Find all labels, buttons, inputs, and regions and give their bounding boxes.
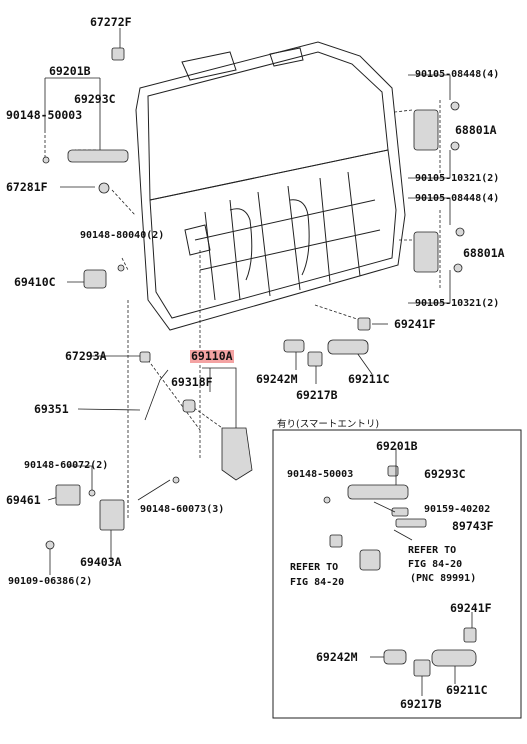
label-69293C-inset: 69293C <box>424 467 466 481</box>
label-69201B-top: 69201B <box>49 64 91 78</box>
label-69242M-top: 69242M <box>256 372 298 386</box>
label-69461: 69461 <box>6 493 41 507</box>
label-68801A-a: 68801A <box>455 123 497 137</box>
refer-right-line3: (PNC 89991) <box>410 573 477 584</box>
bumper-69318F <box>182 399 196 413</box>
hinge-68801A-upper <box>413 109 439 151</box>
label-89743F: 89743F <box>452 519 494 533</box>
label-69241F-top: 69241F <box>394 317 436 331</box>
label-90105-08448-a: 90105-08448(4) <box>415 69 500 80</box>
label-69217B-inset: 69217B <box>400 697 442 711</box>
cushion-67293A <box>139 351 151 363</box>
label-90148-60073: 90148-60073(3) <box>140 504 225 515</box>
label-69217B-top: 69217B <box>296 388 338 402</box>
label-90148-80040: 90148-80040(2) <box>80 230 165 241</box>
label-67272F: 67272F <box>90 15 132 29</box>
label-67293A: 67293A <box>65 349 107 363</box>
handle-69211C-top <box>327 339 369 355</box>
label-69410C: 69410C <box>14 275 56 289</box>
cover-69242M-top <box>283 339 305 353</box>
back-door-panel <box>135 41 406 331</box>
smart-entry-inset-frame <box>272 429 522 719</box>
rod-69351 <box>144 369 169 421</box>
handle-69201B-top <box>67 149 129 163</box>
hinge-69461 <box>55 484 81 506</box>
label-90109-06386: 90109-06386(2) <box>8 576 93 587</box>
label-90159-40202: 90159-40202 <box>424 504 491 515</box>
label-90148-50003-top: 90148-50003 <box>6 108 83 122</box>
label-69242M-inset: 69242M <box>316 650 358 664</box>
label-67281F: 67281F <box>6 180 48 194</box>
label-90148-60072: 90148-60072(2) <box>24 460 109 471</box>
lock-assy-69110A <box>221 427 253 481</box>
label-69293C-top: 69293C <box>74 92 116 106</box>
label-90105-10321-b: 90105-10321(2) <box>415 298 500 309</box>
striker-69403A <box>99 499 125 531</box>
refer-left-line1: REFER TO <box>290 562 339 573</box>
cap-67272F <box>111 47 125 61</box>
pad-69217B-top <box>307 351 323 367</box>
label-69318F: 69318F <box>171 375 213 389</box>
stopper-69410C <box>83 269 107 289</box>
label-69211C-top: 69211C <box>348 372 390 386</box>
clip-67281F <box>98 182 110 194</box>
label-69351: 69351 <box>34 402 69 416</box>
label-90105-08448-b: 90105-08448(4) <box>415 193 500 204</box>
hinge-68801A-lower <box>413 231 439 273</box>
refer-right-line1: REFER TO <box>408 545 457 556</box>
pad-69241F-top <box>357 317 371 331</box>
inset-title: 有り(スマートエントリ) <box>277 419 380 430</box>
label-69211C-inset: 69211C <box>446 683 488 697</box>
label-68801A-b: 68801A <box>463 246 505 260</box>
label-69201B-inset: 69201B <box>376 439 418 453</box>
label-90148-50003-inset: 90148-50003 <box>287 469 354 480</box>
label-69403A: 69403A <box>80 555 122 569</box>
label-69241F-inset: 69241F <box>450 601 492 615</box>
refer-right-line2: FIG 84-20 <box>408 559 463 570</box>
label-69110A-highlighted[interactable]: 69110A <box>190 349 234 363</box>
label-90105-10321-a: 90105-10321(2) <box>415 173 500 184</box>
refer-left-line2: FIG 84-20 <box>290 577 345 588</box>
